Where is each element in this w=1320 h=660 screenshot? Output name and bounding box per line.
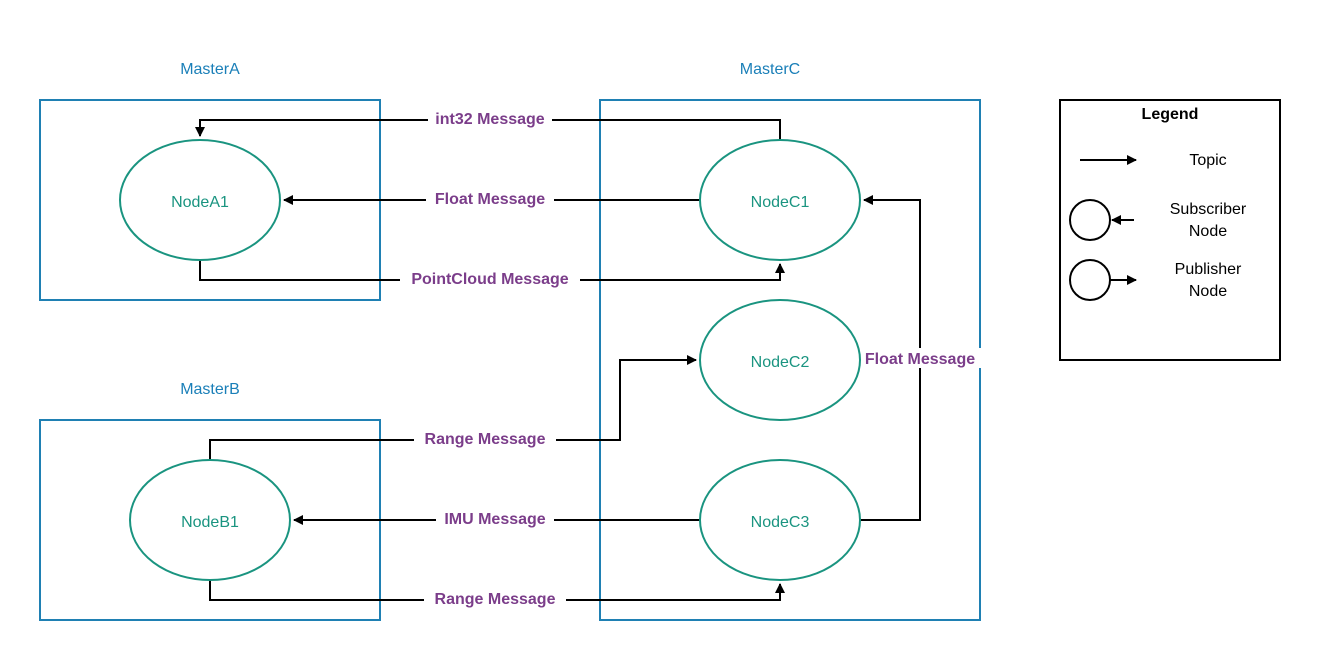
legend-subscriber-line2: Node (1189, 223, 1227, 240)
legend-subscriber-line1: Subscriber (1170, 201, 1247, 218)
node-c1-label: NodeC1 (751, 194, 810, 211)
message-label-range-b1-c2: Range Message (425, 431, 546, 448)
message-label-int32: int32 Message (435, 111, 544, 128)
master-c-label: MasterC (740, 61, 800, 78)
node-a1 (119, 139, 281, 261)
message-label-float-c1-a1: Float Message (435, 191, 545, 208)
node-c3-label: NodeC3 (751, 514, 810, 531)
legend: Legend Topic Subscriber Node Publisher N… (1059, 99, 1281, 361)
node-c3 (699, 459, 861, 581)
legend-publisher-line2: Node (1189, 283, 1227, 300)
node-a1-label: NodeA1 (171, 194, 229, 211)
node-b1 (129, 459, 291, 581)
legend-publisher-line1: Publisher (1175, 261, 1242, 278)
legend-publisher-circle-icon (1069, 259, 1111, 301)
node-b1-label: NodeB1 (181, 514, 239, 531)
legend-topic-label: Topic (1189, 152, 1226, 169)
message-label-float-c3-c1: Float Message (865, 351, 975, 368)
node-c2-label: NodeC2 (751, 354, 810, 371)
legend-title: Legend (1142, 106, 1199, 123)
legend-subscriber-circle-icon (1069, 199, 1111, 241)
message-label-range-b1-c3: Range Message (435, 591, 556, 608)
node-c2 (699, 299, 861, 421)
message-label-pointcloud: PointCloud Message (411, 271, 568, 288)
node-c1 (699, 139, 861, 261)
master-b-label: MasterB (180, 381, 240, 398)
master-a-label: MasterA (180, 61, 240, 78)
edge-range-b1-to-c2 (209, 355, 697, 460)
message-label-imu: IMU Message (444, 511, 545, 528)
